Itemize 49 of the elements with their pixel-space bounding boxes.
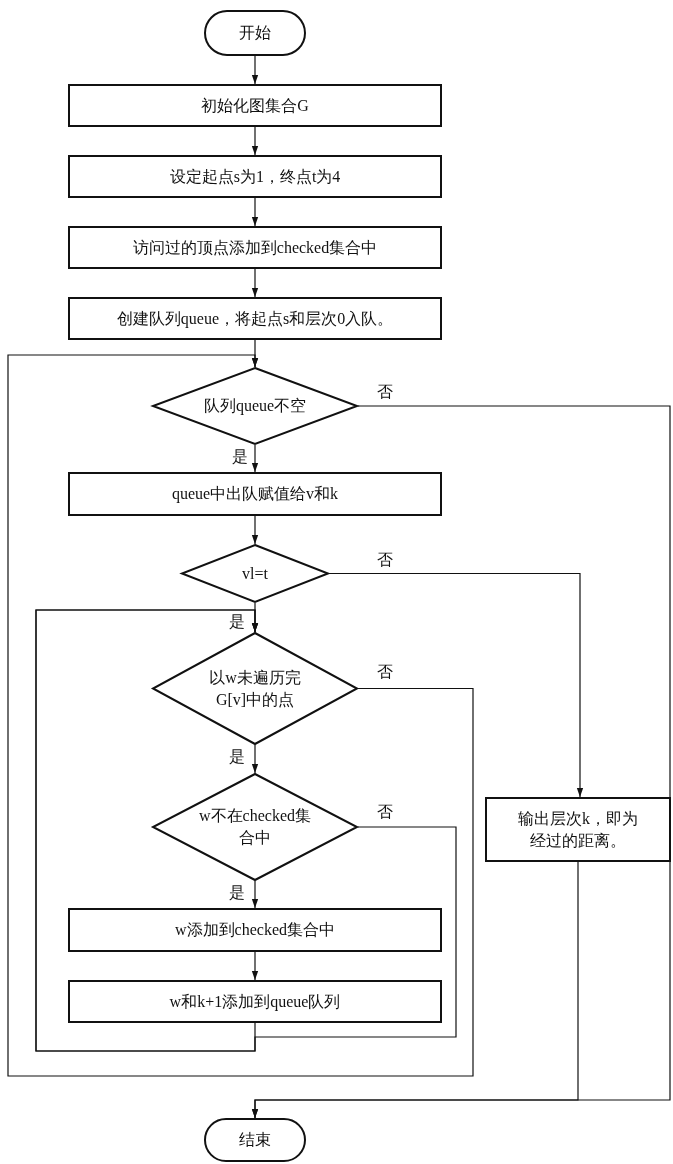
process-box: [68, 908, 442, 952]
terminal-box: [204, 1118, 306, 1162]
process-box: [68, 155, 442, 198]
edge-label: 否: [376, 384, 394, 400]
process-box: [68, 980, 442, 1023]
node-text: w和k+1添加到queue队列: [169, 991, 341, 1013]
node-text: 结束: [239, 1130, 271, 1151]
decision-diamond: [181, 544, 329, 603]
arrow: [251, 515, 259, 545]
arrow: [251, 951, 259, 981]
arrow: [251, 126, 259, 156]
process-box: [68, 84, 442, 127]
node-text: 访问过的顶点添加到checked集合中: [132, 237, 378, 258]
node-text: 队列queue不空: [203, 396, 307, 417]
arrow: [328, 572, 584, 798]
node-text: w不在checked集合中: [199, 806, 311, 848]
node-text: 创建队列queue，将起点s和层次0入队。: [116, 308, 394, 330]
decision-diamond: [152, 632, 358, 745]
arrow: [251, 268, 259, 298]
decision-diamond: [152, 367, 358, 445]
process-box: [68, 297, 442, 340]
decision-diamond: [152, 773, 358, 881]
arrow: [35, 609, 259, 1052]
arrow: [251, 444, 259, 473]
node-text: w添加到checked集合中: [175, 920, 335, 941]
node-text: 以w未遍历完G[v]中的点: [208, 667, 302, 710]
arrow: [251, 861, 579, 1119]
edge-label: 是: [228, 885, 246, 901]
process-box: [485, 797, 671, 862]
edge-label: 否: [376, 804, 394, 820]
node-text: 初始化图集合G: [201, 95, 309, 116]
edge-label: 是: [231, 449, 249, 465]
node-text: 输出层次k，即为经过的距离。: [517, 808, 639, 851]
arrow: [7, 354, 474, 1077]
process-box: [68, 226, 442, 269]
arrow: [251, 880, 259, 909]
arrow: [251, 197, 259, 227]
process-box: [68, 472, 442, 516]
edge-label: 是: [228, 614, 246, 630]
arrow: [251, 744, 259, 774]
node-text: queue中出队赋值给v和k: [171, 484, 339, 505]
terminal-box: [204, 10, 306, 56]
node-text: 设定起点s为1，终点t为4: [169, 166, 341, 187]
edge-label: 否: [376, 664, 394, 680]
arrow: [251, 55, 259, 85]
node-text: vl=t: [242, 563, 268, 584]
edge-label: 否: [376, 552, 394, 568]
edge-label: 是: [228, 749, 246, 765]
node-text: 开始: [239, 23, 271, 44]
